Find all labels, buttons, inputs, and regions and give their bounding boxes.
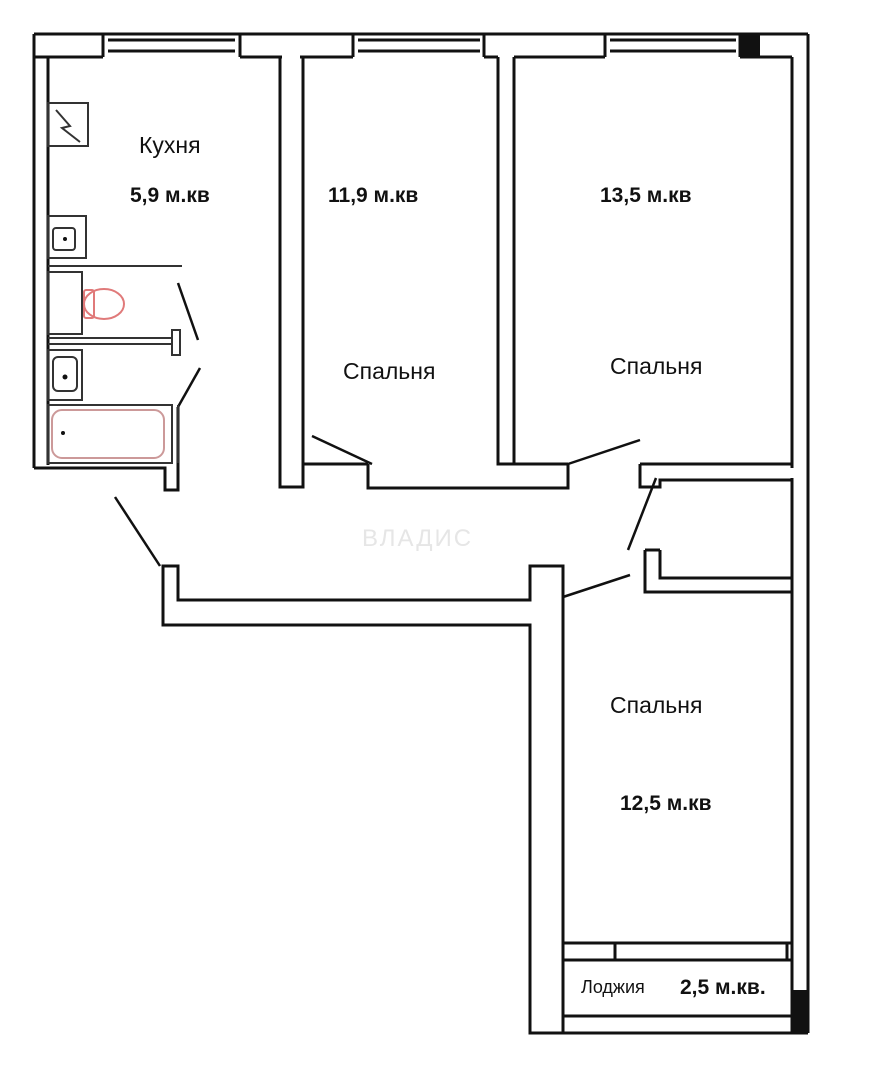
kitchen-sink	[47, 215, 87, 259]
wall-bedroom2-bottom-right	[638, 462, 792, 489]
door-bath	[176, 282, 200, 341]
door-kitchen	[113, 496, 162, 567]
bathtub-box	[47, 404, 173, 464]
toilet-box	[47, 271, 83, 335]
window-bedroom-1	[351, 34, 486, 57]
bedroom-1-area: 11,9 м.кв	[328, 184, 419, 207]
fixture-dots	[61, 237, 68, 435]
door-bedroom-2	[567, 438, 641, 466]
toilet	[83, 288, 125, 320]
kitchen-area: 5,9 м.кв	[130, 184, 210, 207]
outer-wall-left	[32, 34, 50, 468]
bedroom-3-area: 12,5 м.кв	[620, 792, 712, 815]
window-bedroom-2	[603, 34, 742, 57]
wall-kitchen-bedroom1	[278, 57, 305, 489]
door-bedroom-1	[311, 434, 373, 466]
kitchen-stove	[47, 102, 89, 147]
bedroom-2-area: 13,5 м.кв	[600, 184, 692, 207]
outer-wall-right	[790, 34, 810, 1033]
wall-hall-left	[161, 564, 565, 1035]
kitchen-name: Кухня	[139, 132, 201, 158]
door-bedroom-3	[562, 573, 631, 599]
doors	[113, 282, 658, 599]
wall-loggia	[563, 941, 808, 1035]
wall-bedroom1-bedroom2	[496, 57, 516, 466]
bath-right-wall	[171, 405, 179, 463]
bathtub	[51, 409, 165, 459]
wall-closet	[643, 548, 792, 594]
window-kitchen	[101, 34, 242, 57]
bedroom-1-name: Спальня	[343, 358, 436, 384]
bathroom	[47, 102, 182, 464]
walls	[32, 32, 810, 1035]
wall-caps	[740, 34, 808, 1033]
bath-partition-mid	[48, 329, 181, 356]
bedroom-3-name: Спальня	[610, 692, 703, 718]
wall-bedrooms-bottom	[303, 462, 570, 490]
kitchen-sink-bowl	[52, 227, 76, 251]
washbasin	[52, 356, 78, 392]
stove-flash	[55, 109, 81, 143]
watermark: ВЛАДИС	[362, 525, 474, 552]
washbasin-box	[47, 349, 83, 401]
outer-wall-top	[34, 32, 808, 59]
loggia-area: 2,5 м.кв.	[680, 976, 766, 999]
wall-bath-bottom	[34, 407, 180, 492]
door-toilet	[176, 367, 202, 408]
loggia-name: Лоджия	[581, 977, 645, 997]
door-hall-right	[626, 477, 658, 551]
toilet-bowl	[83, 288, 125, 320]
bedroom-2-name: Спальня	[610, 353, 703, 379]
toilet-tank	[83, 289, 95, 319]
